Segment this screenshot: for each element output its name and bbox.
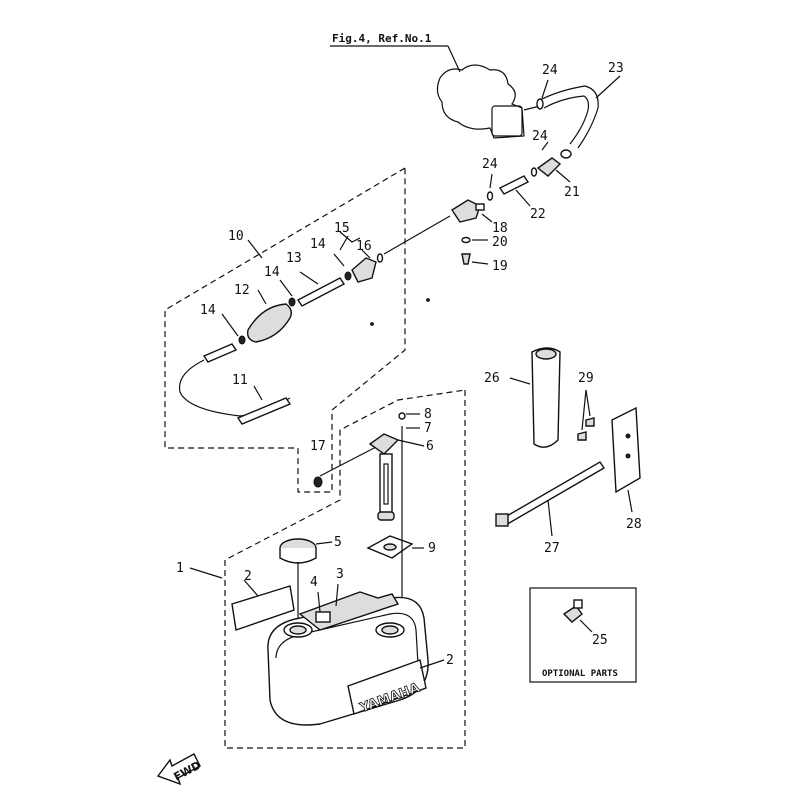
fuel-gauge-6	[368, 412, 425, 521]
tank-cap-5	[279, 538, 333, 624]
callout-8: 8	[424, 407, 432, 422]
primer-bulb-12	[221, 279, 296, 345]
callout-19: 19	[492, 259, 508, 274]
connector-21	[530, 141, 572, 183]
optional-parts-title: OPTIONAL PARTS	[542, 669, 618, 679]
callout-20: 20	[492, 235, 508, 250]
strap-27	[495, 461, 605, 537]
callout-23: 23	[608, 61, 624, 76]
callout-21: 21	[564, 185, 580, 200]
bracket-15	[339, 231, 361, 251]
callout-29: 29	[578, 371, 594, 386]
callout-5: 5	[334, 535, 342, 550]
callout-15: 15	[334, 221, 350, 236]
screws-29	[577, 389, 595, 441]
part-17	[313, 445, 379, 488]
callout-2-left: 2	[244, 569, 252, 584]
callout-4: 4	[310, 575, 318, 590]
fuel-line-group-10	[164, 166, 406, 493]
callout-6: 6	[426, 439, 434, 454]
hose-22	[486, 173, 531, 207]
reference-text: Fig.4, Ref.No.1	[332, 32, 432, 45]
callout-3: 3	[336, 567, 344, 582]
callout-27: 27	[544, 541, 560, 556]
forward-direction-arrow: FWD	[156, 753, 203, 786]
callout-9: 9	[428, 541, 436, 556]
bracket-28	[611, 406, 641, 513]
hose-13	[296, 253, 352, 307]
engine-outline	[436, 64, 541, 139]
callout-18: 18	[492, 221, 508, 236]
gasket-9	[366, 470, 424, 620]
callout-2-right: 2	[446, 653, 454, 668]
callout-13: 13	[286, 251, 302, 266]
decal-2	[231, 579, 295, 631]
callout-14-top: 14	[310, 237, 326, 252]
callout-12: 12	[234, 283, 250, 298]
callout-14-mid: 14	[264, 265, 280, 280]
callout-11: 11	[232, 373, 248, 388]
callout-labels: 24 23 24 24 21 22 18 20 19 10 15 16 14 1…	[176, 61, 642, 668]
hose-11	[178, 343, 292, 425]
fuel-tank-body: YAMAHA	[267, 583, 445, 726]
ring-24-top	[536, 79, 549, 110]
connector-16	[351, 249, 384, 283]
reference-header: Fig.4, Ref.No.1	[330, 32, 461, 73]
callout-25: 25	[592, 633, 608, 648]
callout-7: 7	[424, 421, 432, 436]
callout-1: 1	[176, 561, 184, 576]
callout-24-mid: 24	[482, 157, 498, 172]
callout-10: 10	[228, 229, 244, 244]
fuel-tank-group-1	[224, 389, 466, 749]
optional-parts-box: OPTIONAL PARTS	[529, 587, 637, 683]
callout-24-right: 24	[532, 129, 548, 144]
callout-24-top: 24	[542, 63, 558, 78]
callout-22: 22	[530, 207, 546, 222]
hose-23	[539, 75, 621, 149]
callout-14-left: 14	[200, 303, 216, 318]
fuel-joint-18	[383, 199, 493, 265]
callout-26: 26	[484, 371, 500, 386]
grip-26	[509, 347, 561, 448]
callout-16: 16	[356, 239, 372, 254]
callout-28: 28	[626, 517, 642, 532]
callout-17: 17	[310, 439, 326, 454]
